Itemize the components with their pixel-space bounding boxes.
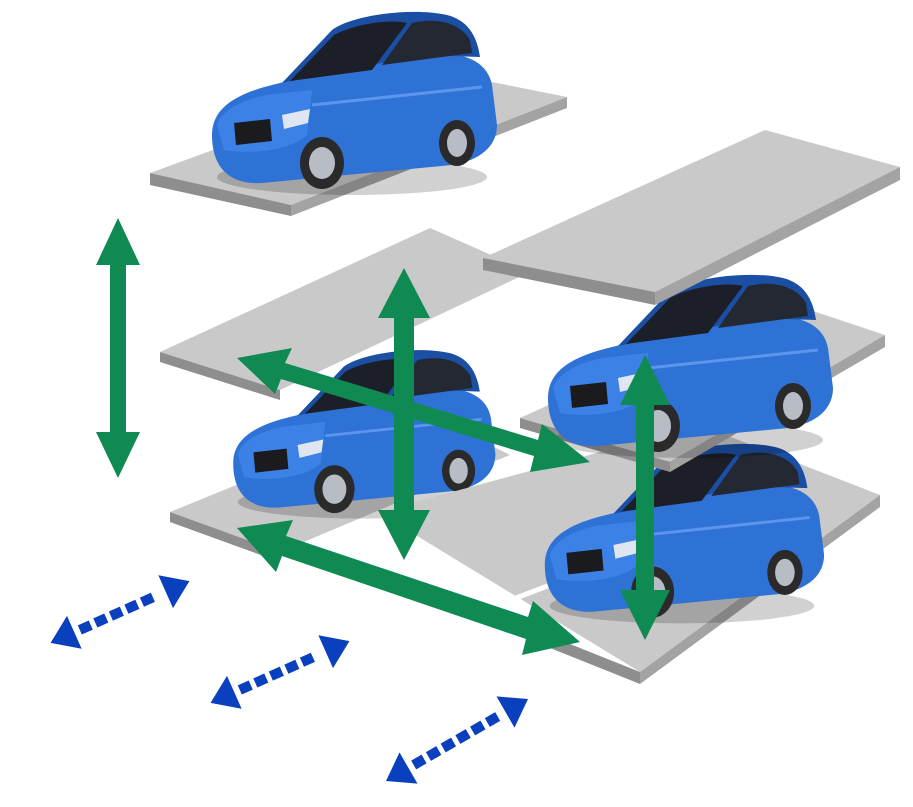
double-arrow-horizontal-icon-lower (237, 520, 580, 655)
double-arrow-vertical-icon-right (620, 355, 670, 640)
dashed-double-arrow-icon-3 (385, 696, 529, 784)
double-arrow-horizontal-icon-upper (237, 348, 590, 472)
pallet-middle-left (160, 228, 530, 400)
dashed-double-arrow-icon-2 (210, 635, 350, 709)
pallet-top-right (483, 130, 900, 305)
car-icon-middle-right (546, 273, 835, 460)
double-arrow-vertical-icon-left (96, 218, 140, 478)
car-icon-top (210, 10, 499, 197)
dashed-double-arrow-icon-1 (50, 575, 190, 649)
